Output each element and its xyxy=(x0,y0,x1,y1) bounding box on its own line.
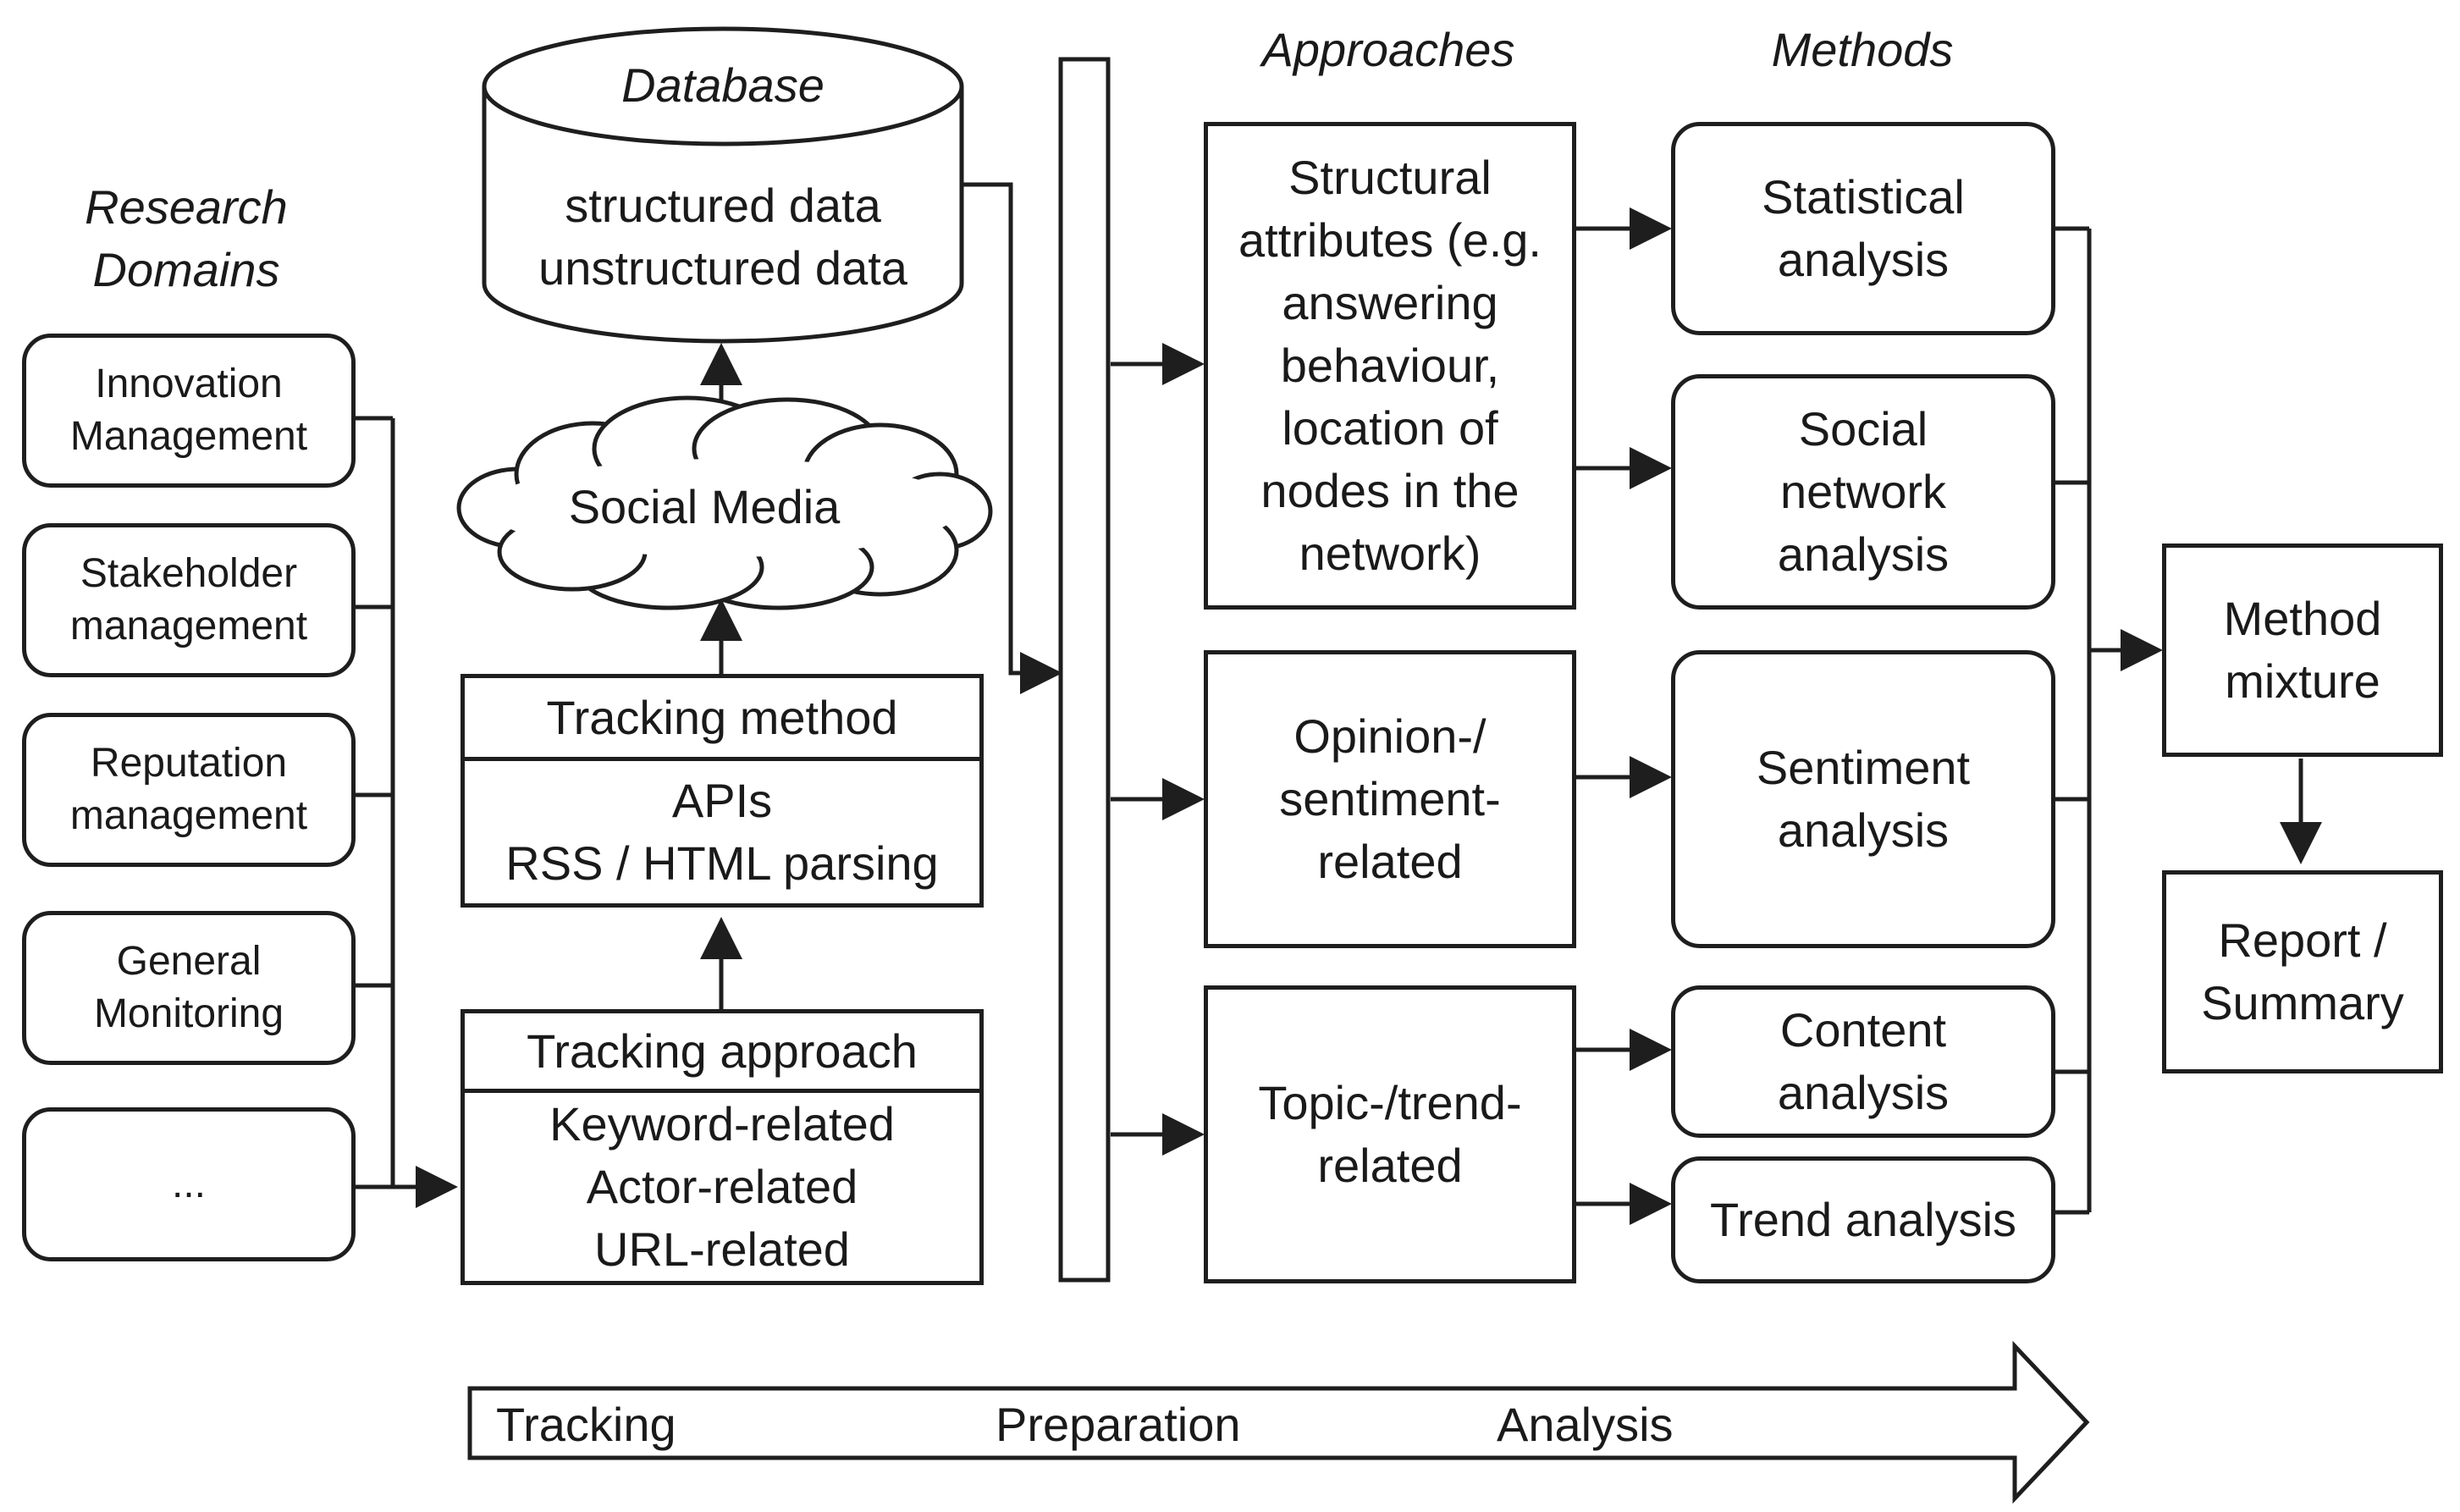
domain-reputation-management: Reputation management xyxy=(22,713,356,867)
approach-label: Opinion-/ sentiment- related xyxy=(1279,709,1501,888)
database-title: Database xyxy=(621,58,825,112)
method-label: Sentiment analysis xyxy=(1756,741,1971,857)
domain-label: Reputation management xyxy=(69,741,308,838)
phase-arrow xyxy=(467,1340,2090,1504)
domain-general-monitoring: General Monitoring xyxy=(22,911,356,1065)
domain-label: Stakeholder management xyxy=(69,551,308,648)
method-label: Content analysis xyxy=(1777,1003,1950,1119)
domain-stakeholder-management: Stakeholder management xyxy=(22,523,356,677)
domain-innovation-management: Innovation Management xyxy=(22,334,356,488)
preparation-bar xyxy=(1058,57,1111,1283)
domain-more: ... xyxy=(22,1107,356,1261)
database-items: structured data unstructured data xyxy=(538,179,907,295)
method-sentiment-analysis: Sentiment analysis xyxy=(1671,650,2055,948)
tracking-approach-box: Tracking approach Keyword-related Actor-… xyxy=(461,1009,984,1285)
approach-structural-attributes: Structural attributes (e.g. answering be… xyxy=(1204,122,1576,610)
tracking-approach-title: Tracking approach xyxy=(465,1013,979,1093)
method-label: Social network analysis xyxy=(1777,402,1950,581)
domain-label: ... xyxy=(171,1162,206,1206)
approach-topic-trend: Topic-/trend- related xyxy=(1204,985,1576,1283)
report-summary-box: Report / Summary xyxy=(2162,870,2443,1073)
social-media-label: Social Media xyxy=(568,480,841,533)
report-summary-label: Report / Summary xyxy=(2201,913,2404,1029)
research-domains-header: Research Domains xyxy=(85,180,288,296)
phase-tracking: Tracking xyxy=(496,1398,676,1451)
method-statistical-analysis: Statistical analysis xyxy=(1671,122,2055,335)
approach-label: Topic-/trend- related xyxy=(1258,1076,1522,1192)
tracking-method-box: Tracking method APIs RSS / HTML parsing xyxy=(461,674,984,908)
approach-label: Structural attributes (e.g. answering be… xyxy=(1238,151,1542,580)
tracking-method-title: Tracking method xyxy=(465,678,979,761)
method-content-analysis: Content analysis xyxy=(1671,985,2055,1138)
tracking-approach-items: Keyword-related Actor-related URL-relate… xyxy=(549,1097,895,1276)
phase-analysis: Analysis xyxy=(1497,1398,1674,1451)
method-trend-analysis: Trend analysis xyxy=(1671,1156,2055,1283)
approach-opinion-sentiment: Opinion-/ sentiment- related xyxy=(1204,650,1576,948)
method-mixture-label: Method mixture xyxy=(2223,592,2382,708)
approaches-header: Approaches xyxy=(1261,23,1515,76)
method-label: Trend analysis xyxy=(1709,1193,2017,1246)
method-social-network-analysis: Social network analysis xyxy=(1671,374,2055,610)
database-to-preparation-arrow xyxy=(962,182,1062,694)
domain-label: General Monitoring xyxy=(93,939,284,1036)
tracking-method-items: APIs RSS / HTML parsing xyxy=(505,774,939,890)
database-cylinder xyxy=(482,26,964,344)
phase-preparation: Preparation xyxy=(996,1398,1241,1451)
method-mixture-box: Method mixture xyxy=(2162,544,2443,757)
methods-header: Methods xyxy=(1771,23,1954,76)
domain-label: Innovation Management xyxy=(69,361,308,459)
method-label: Statistical analysis xyxy=(1762,170,1965,286)
